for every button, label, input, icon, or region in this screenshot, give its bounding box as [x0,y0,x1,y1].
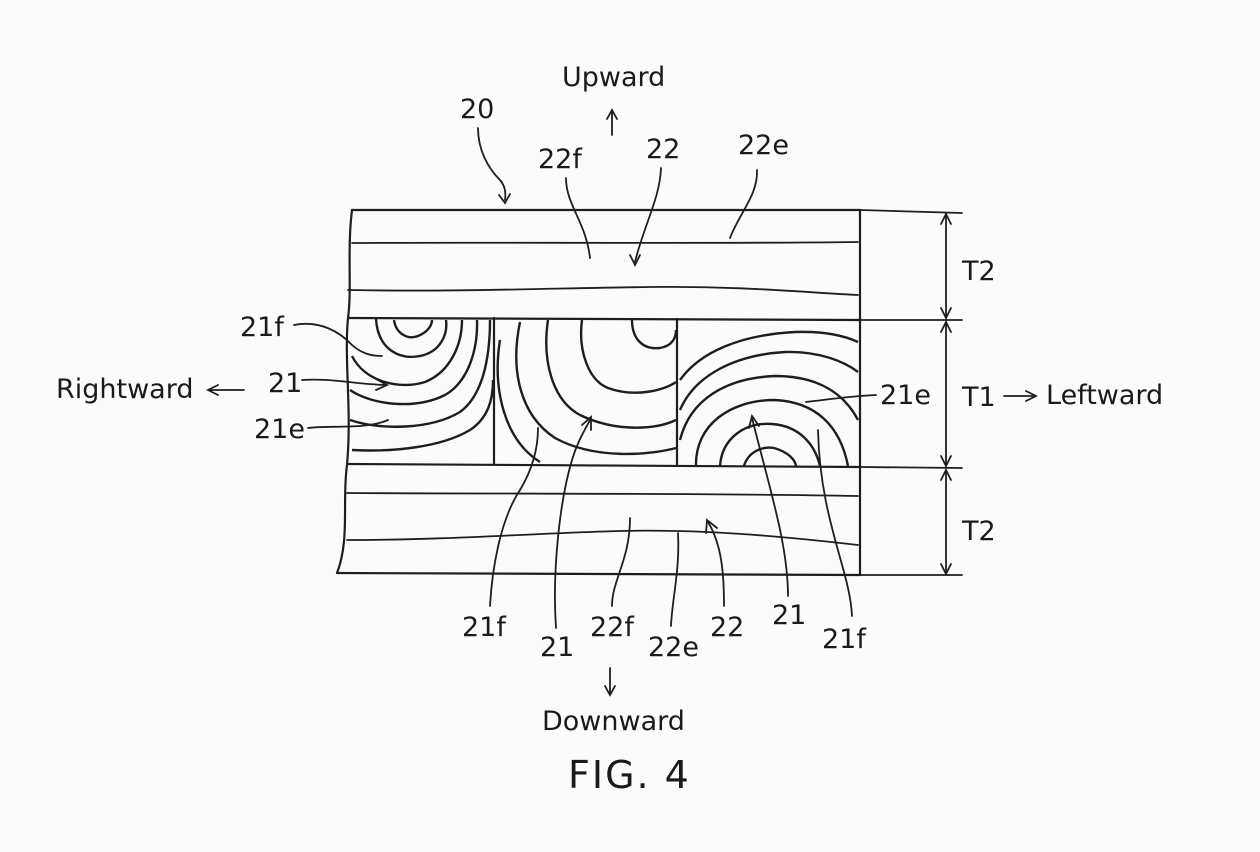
leader-lines [205,108,1039,697]
core-lamina-left-rings [349,318,495,452]
label-top-22e: 22e [738,130,789,161]
label-top-22f: 22f [538,144,583,175]
layer-boundaries [345,316,862,469]
label-bottom-21f-a: 21f [462,612,507,643]
direction-leftward-label: Leftward [1046,380,1163,411]
direction-rightward-label: Rightward [56,374,194,405]
label-top-22: 22 [646,134,680,165]
core-lamina-right-rings [678,330,860,468]
direction-upward-label: Upward [562,62,665,93]
label-bottom-21-b: 21 [772,600,806,631]
board-outline [335,208,862,577]
label-left-21e: 21e [254,414,305,445]
label-board-20: 20 [460,94,494,125]
top-layer-grain [347,241,859,296]
label-bottom-21-a: 21 [540,632,574,663]
label-bottom-21f-b: 21f [822,624,867,655]
label-thickness-t2-bottom: T2 [961,516,996,547]
dimension-lines [859,209,963,577]
figure-caption: FIG. 4 [568,753,691,797]
label-bottom-22: 22 [710,612,744,643]
label-bottom-22e: 22e [648,632,699,663]
label-thickness-t2-top: T2 [961,256,996,287]
label-bottom-22f: 22f [590,612,635,643]
core-lamina-middle-rings [496,319,678,464]
label-left-21: 21 [268,368,302,399]
direction-downward-label: Downward [542,706,685,737]
label-right-21e: 21e [880,380,931,411]
label-thickness-t1: T1 [961,382,996,413]
label-left-21f: 21f [240,312,285,343]
